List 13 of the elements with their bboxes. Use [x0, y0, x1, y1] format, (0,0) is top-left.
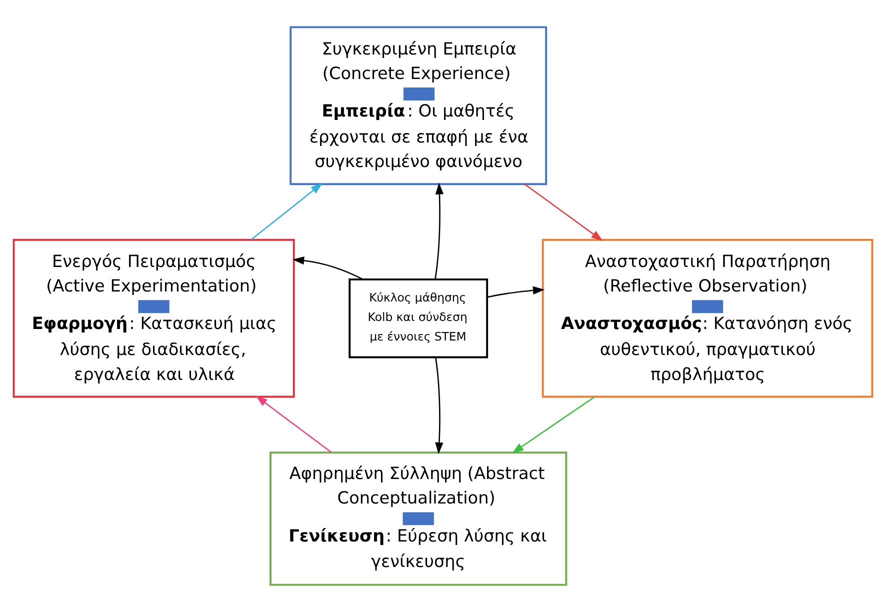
node-box: Αναστοχαστική Παρατήρηση (Reflective Observation) Αναστοχασμός: Κατανόηση ενός αυθεντικού, πραγματικού προβλήματος	[542, 238, 874, 398]
node-box: Συγκεκριμένη Εμπειρία (Concrete Experience) Εμπειρία: Οι μαθητές έρχονται σε επαφή με ένα συγκεκριμένο φαινόμενο	[290, 26, 548, 186]
arrow	[512, 396, 595, 454]
node-box: Ενεργός Πειραματισμός (Active Experimentation) Εφαρμογή: Κατασκευή μιας λύσης με διαδικασίες, εργαλεία και υλικά	[12, 238, 295, 398]
arrow	[524, 184, 603, 241]
node-box: Κύκλος μάθησης Kolb και σύνδεση με έννοιες STEM	[348, 278, 488, 358]
arrow	[256, 396, 332, 453]
arrow	[434, 182, 444, 280]
arrow	[487, 286, 545, 298]
node-box: Αφηρημένη Σύλληψη (Abstract Conceptualization) Γενίκευση: Εύρεση λύσης και γενίκευσης	[270, 452, 568, 586]
arrow	[292, 256, 363, 280]
arrow	[434, 357, 444, 454]
arrow	[250, 183, 323, 240]
